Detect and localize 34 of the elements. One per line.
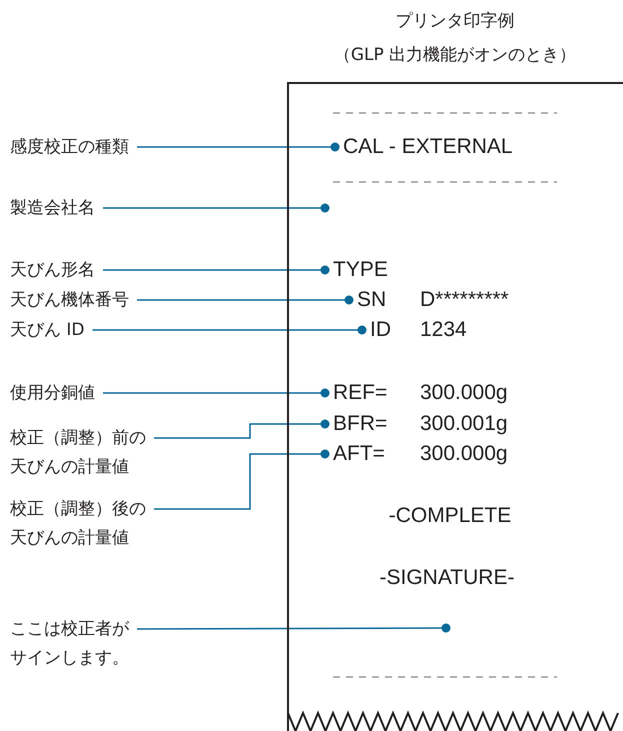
leader-line <box>154 420 330 439</box>
printed-line: CAL - EXTERNAL <box>343 134 513 160</box>
callout-text: 天びん形名 <box>10 256 95 284</box>
leader-line <box>103 266 330 274</box>
callout-text: 天びん ID <box>10 316 85 344</box>
field-name: BFR= <box>333 411 388 437</box>
callout-text: 校正（調整）後の天びんの計量値 <box>10 494 160 552</box>
leader-line <box>92 326 366 334</box>
field-value: 300.000g <box>420 441 508 467</box>
field-value: D********* <box>420 287 509 313</box>
leader-line <box>103 204 330 212</box>
callout-text: ここは校正者がサインします。 <box>10 614 138 672</box>
callout-text: 校正（調整）前の天びんの計量値 <box>10 424 160 482</box>
callout-text: 使用分銅値 <box>10 378 95 408</box>
callout-text: 天びん機体番号 <box>10 286 129 314</box>
leader-line <box>103 388 330 398</box>
leader-line <box>154 450 330 510</box>
callout-text: 製造会社名 <box>10 194 95 222</box>
printed-line: -SIGNATURE- <box>380 565 514 591</box>
printed-line: TYPE <box>333 257 388 283</box>
field-value: 300.001g <box>420 411 508 437</box>
diagram-title: プリンタ印字例 <box>394 10 516 32</box>
field-name: ID <box>370 317 392 343</box>
field-value: 300.000g <box>420 380 508 406</box>
leader-line <box>137 624 450 632</box>
callout-text: 感度校正の種類 <box>10 132 129 162</box>
field-name: SN <box>357 287 388 313</box>
field-name: REF= <box>333 380 388 406</box>
field-name: AFT= <box>333 441 386 467</box>
printed-line: -COMPLETE <box>388 503 512 529</box>
field-value: 1234 <box>420 317 467 343</box>
leader-line <box>137 142 340 152</box>
leader-line <box>137 296 354 304</box>
diagram-subtitle: （GLP 出力機能がオンのとき） <box>332 44 578 66</box>
